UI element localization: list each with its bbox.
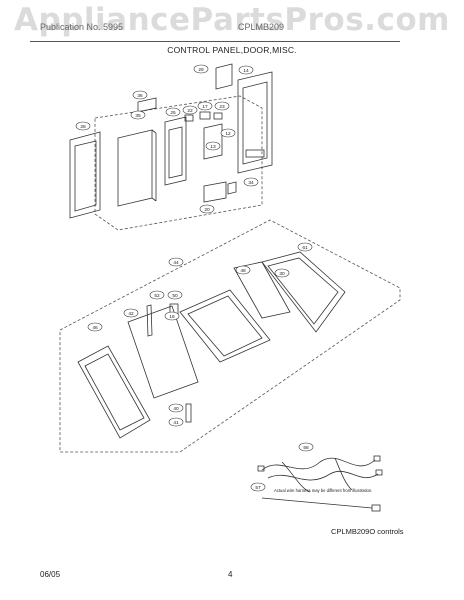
part-20-switch-assembly [203, 181, 237, 203]
watermark: AppliancePartsPros.com [14, 2, 450, 38]
callout-20: 20 [204, 207, 210, 213]
callout-61: 61 [302, 245, 308, 251]
callout-25: 25 [170, 110, 176, 116]
part-16-door-inner [179, 289, 271, 363]
callout-36: 36 [137, 93, 143, 99]
part-29-plate [215, 63, 233, 90]
callout-14: 14 [243, 68, 249, 74]
callout-52: 52 [154, 293, 160, 299]
callout-29: 29 [198, 67, 204, 73]
callout-30: 30 [279, 271, 285, 277]
part-30-door-frame [261, 251, 346, 333]
diagram-caption: CPLMB209O controls [331, 527, 404, 536]
door-assembly-outline [59, 219, 401, 453]
part-22-bracket [184, 114, 194, 122]
part-58-wire-harness [257, 455, 383, 493]
callout-46: 46 [92, 325, 98, 331]
part-36-label [137, 97, 157, 113]
callout-28: 28 [80, 124, 86, 130]
part-52-strip [146, 304, 153, 337]
callout-40: 40 [173, 406, 179, 412]
upper-assembly-outline [94, 95, 263, 231]
part-12-board [203, 123, 223, 160]
callout-16: 16 [169, 314, 175, 320]
part-25-control-board [164, 116, 187, 186]
callouts-upper: 29 14 36 35 25 22 17 23 12 13 28 34 20 [75, 64, 259, 214]
callout-58: 58 [303, 445, 309, 451]
callout-17: 17 [202, 104, 208, 110]
model-label: CPLMB209 [238, 22, 285, 32]
part-42-door-glass [127, 305, 199, 399]
callout-44: 44 [173, 260, 179, 266]
section-title: CONTROL PANEL,DOOR,MISC. [167, 45, 297, 55]
harness-note: Actual wire harness may be different fro… [274, 488, 372, 493]
callout-23: 23 [219, 104, 225, 110]
callout-34: 34 [248, 180, 254, 186]
callout-42: 42 [128, 311, 134, 317]
callout-22: 22 [187, 108, 193, 114]
part-35-membrane [117, 129, 157, 207]
callout-35: 35 [135, 113, 141, 119]
callouts-lower: 44 61 48 30 52 50 16 42 46 40 41 [87, 242, 313, 427]
callout-13: 13 [210, 144, 216, 150]
callout-12: 12 [225, 131, 231, 137]
callout-41: 41 [173, 420, 179, 426]
publication-label: Publication No. 5995 [40, 22, 124, 32]
callout-50: 50 [172, 293, 178, 299]
part-17-switch [199, 111, 223, 120]
part-28-front-panel [69, 131, 101, 219]
part-48-window-glass [233, 261, 291, 319]
footer-date: 06/05 [40, 570, 61, 579]
part-57-cord [261, 497, 381, 512]
footer-page-number: 4 [228, 570, 233, 579]
part-40-latch-spring [185, 403, 192, 423]
callout-57: 57 [255, 485, 261, 491]
part-14-panel-housing [237, 71, 273, 174]
callouts-harness: 58 57 [250, 442, 314, 492]
header-rule [30, 41, 400, 42]
part-46-outer-door [77, 345, 151, 439]
callout-48: 48 [240, 268, 246, 274]
